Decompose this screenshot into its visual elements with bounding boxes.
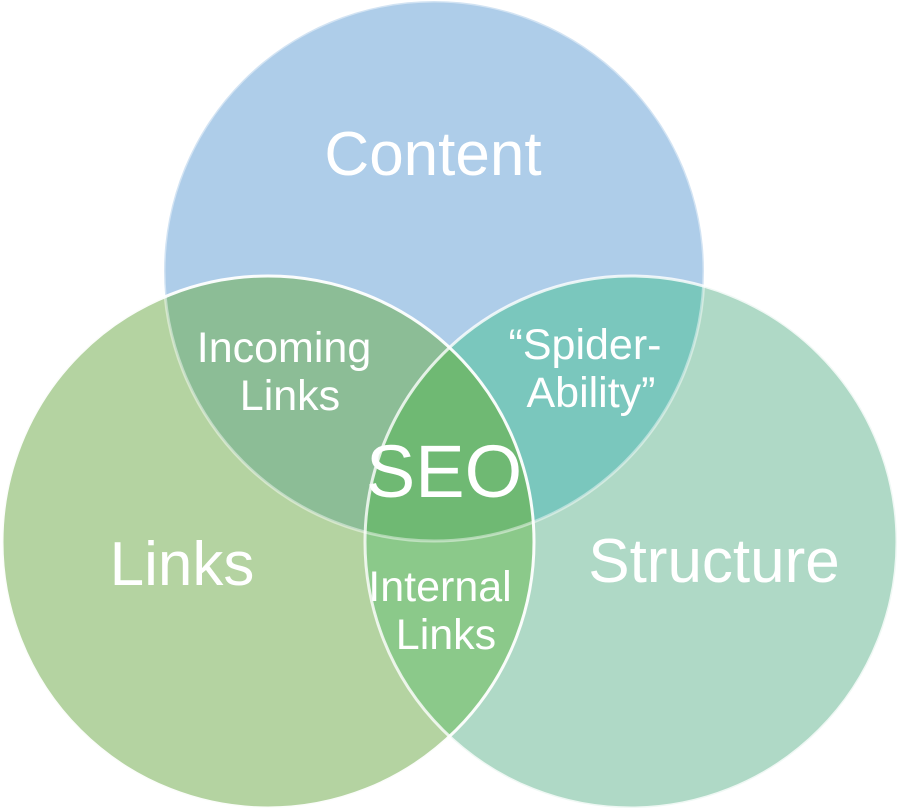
links-label: Links	[110, 530, 255, 599]
structure-label: Structure	[588, 527, 840, 596]
venn-labels: Content Links Structure Incoming Links “…	[110, 120, 840, 659]
seo-label: SEO	[366, 430, 522, 513]
spider-ability-line1: “Spider-	[509, 321, 662, 369]
internal-links-line1: Internal	[368, 563, 511, 611]
incoming-links-line1: Incoming	[197, 324, 371, 372]
links-circle-outline	[0, 274, 536, 808]
content-label: Content	[324, 120, 541, 189]
spider-ability-label: “Spider- Ability”	[509, 321, 674, 417]
incoming-links-line2: Links	[240, 372, 340, 420]
spider-ability-line2: Ability”	[526, 369, 655, 417]
incoming-links-label: Incoming Links	[197, 324, 383, 420]
internal-links-label: Internal Links	[368, 563, 523, 659]
internal-links-line2: Links	[396, 611, 496, 659]
content-circle-outline	[162, 0, 706, 543]
structure-circle-outline	[363, 274, 899, 808]
